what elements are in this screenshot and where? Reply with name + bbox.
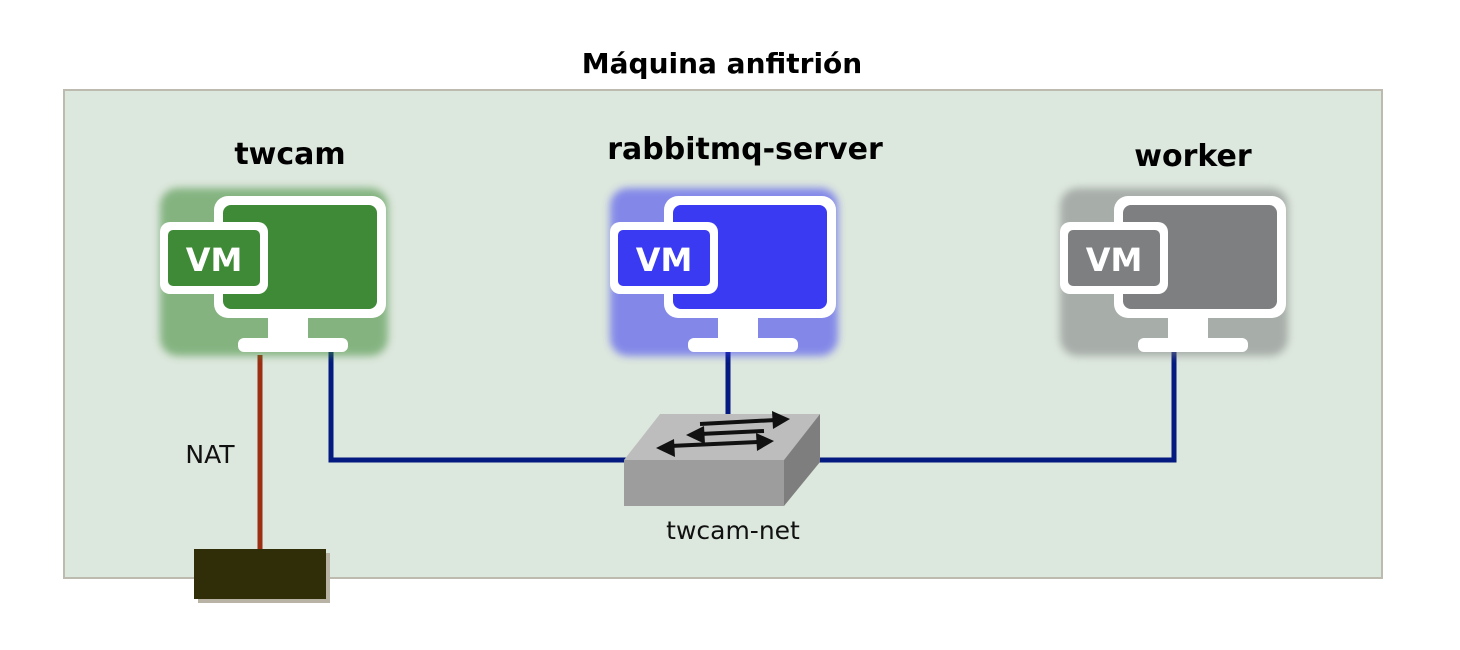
vm-twcam-icon: VM	[160, 188, 388, 356]
network-switch-icon	[624, 411, 820, 506]
vm-worker[interactable]: worker VM	[1060, 139, 1288, 356]
vm-rabbitmq-server-label: rabbitmq-server	[607, 132, 883, 167]
link-twcam-switch	[328, 352, 628, 463]
nat-gateway-icon	[194, 549, 330, 603]
network-links	[328, 352, 1177, 463]
network-label: twcam-net	[666, 516, 800, 545]
vm-twcam-badge: VM	[186, 241, 243, 279]
host-title: Máquina anfitrión	[582, 47, 862, 80]
vm-worker-badge: VM	[1086, 241, 1143, 279]
vm-worker-label: worker	[1134, 139, 1252, 174]
vm-worker-icon: VM	[1060, 188, 1288, 356]
vm-rabbitmq-server[interactable]: rabbitmq-server VM	[607, 132, 883, 356]
nat-label: NAT	[185, 440, 235, 469]
link-worker-switch	[814, 352, 1177, 463]
vm-rabbitmq-server-icon: VM	[610, 188, 838, 356]
vm-twcam[interactable]: twcam VM	[160, 137, 388, 356]
vm-twcam-label: twcam	[234, 137, 345, 172]
vm-rabbitmq-server-badge: VM	[636, 241, 693, 279]
